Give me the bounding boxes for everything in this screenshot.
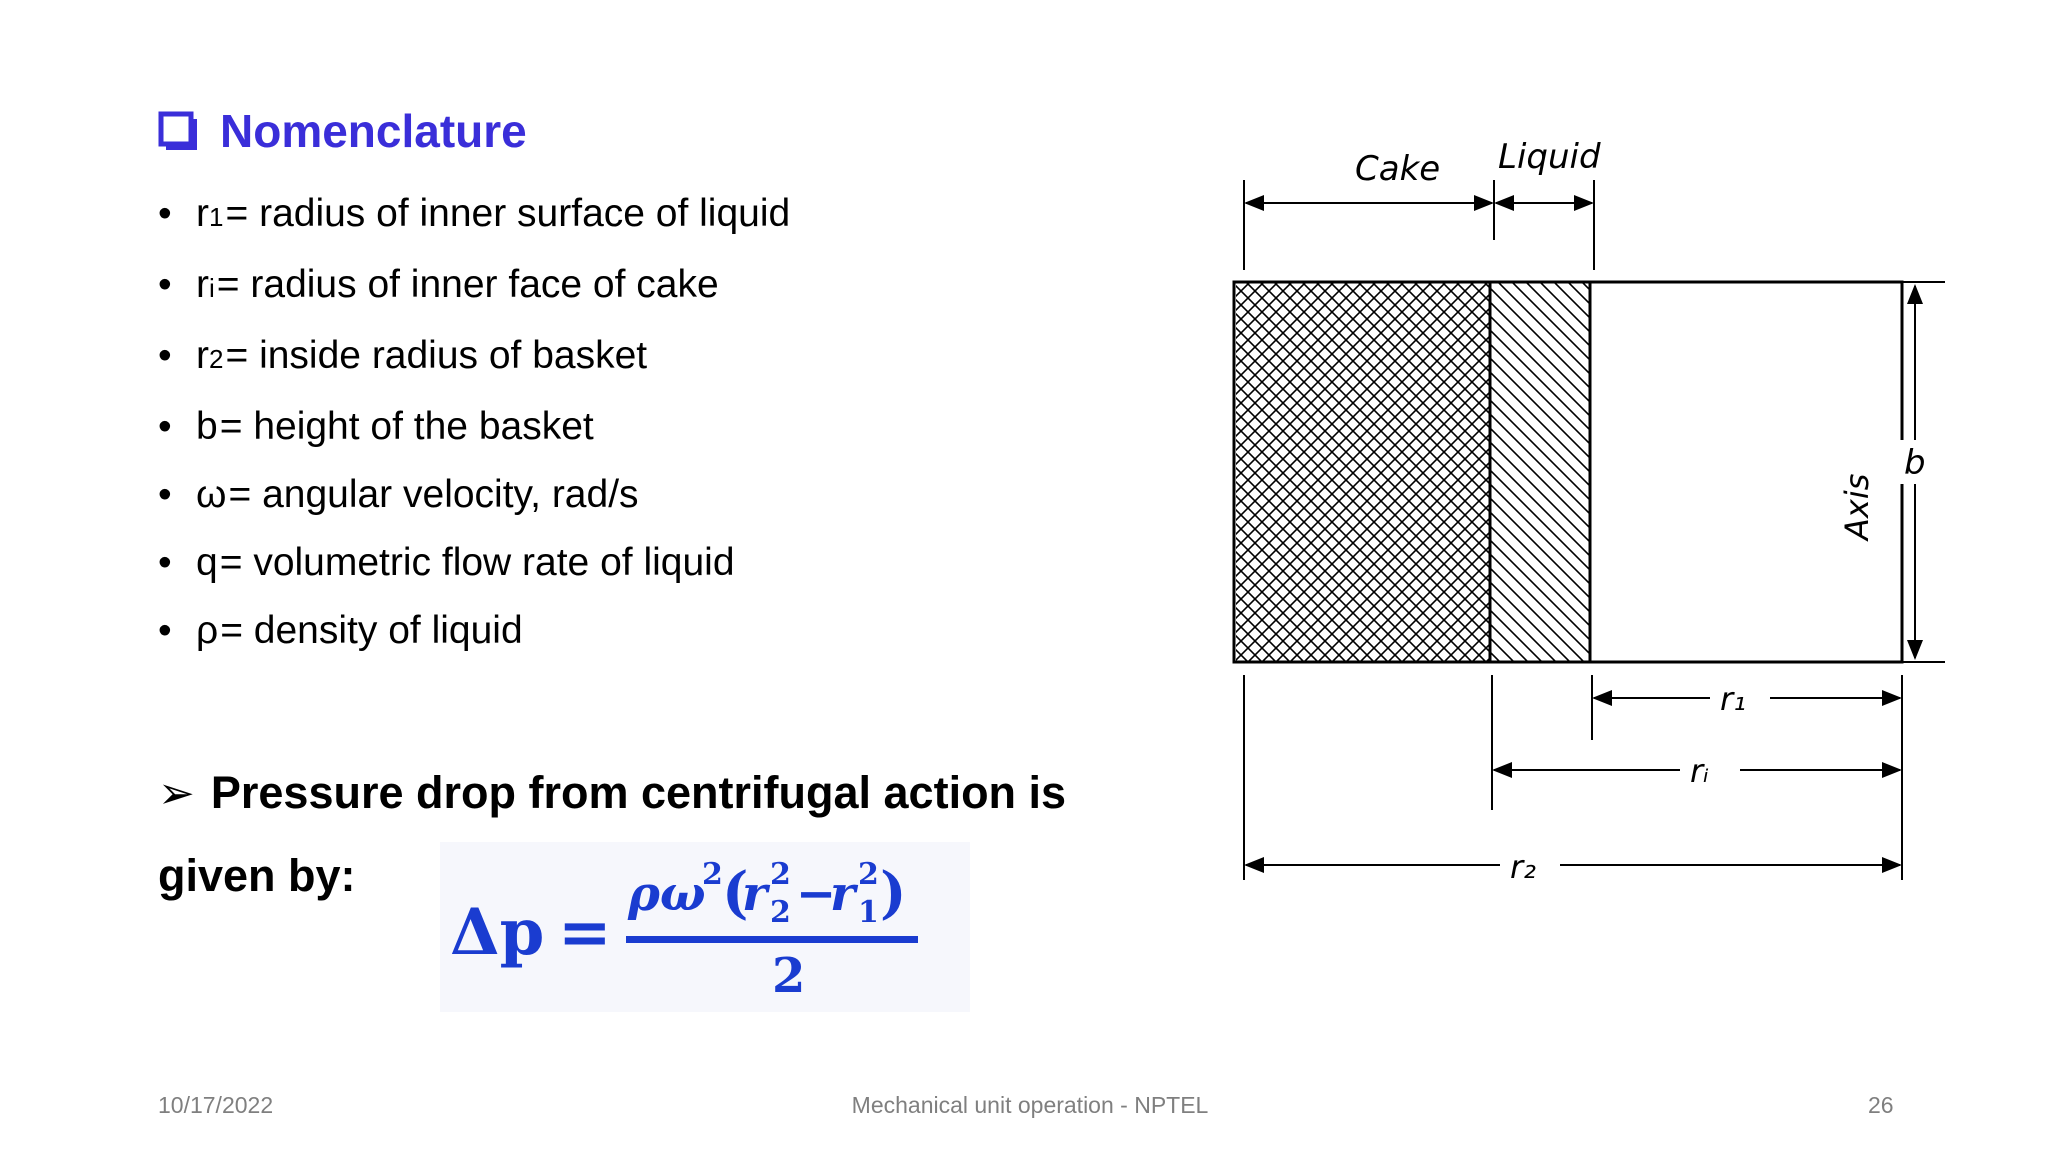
definition: = inside radius of basket: [225, 334, 648, 377]
r2-label: r₂: [1510, 848, 1536, 886]
definition: = volumetric flow rate of liquid: [219, 541, 735, 584]
formula-lhs: Δp: [450, 895, 544, 970]
symbol: r: [196, 192, 209, 235]
formula-r1-exp: 2: [858, 857, 879, 892]
centrifuge-basket-diagram: Cake Liquid b Axis r₁ rᵢ r₂: [1232, 137, 1945, 886]
pressure-drop-formula: Δp = ρω 2 ( r 2 2 − r 2 1 ) 2: [440, 842, 970, 1012]
symbol: r: [196, 263, 209, 306]
symbol: q: [196, 541, 218, 584]
bullet-icon: •: [158, 609, 172, 652]
label-mask: [1500, 845, 1560, 885]
symbol: ω: [196, 473, 227, 516]
b-label: b: [1904, 443, 1926, 483]
subscript: i: [209, 273, 215, 303]
cake-region: [1236, 282, 1490, 662]
definition: = height of the basket: [219, 405, 594, 448]
bullet-icon: •: [158, 263, 172, 306]
bullet-icon: •: [158, 405, 172, 448]
liquid-region: [1490, 282, 1590, 662]
bullet-icon: •: [158, 334, 172, 377]
list-item: • ρ = density of liquid: [158, 597, 790, 665]
fraction-bar: [626, 936, 918, 943]
label-mask: [1680, 750, 1740, 790]
list-item: • b = height of the basket: [158, 393, 790, 461]
formula-graphic: Δp = ρω 2 ( r 2 2 − r 2 1 ) 2: [450, 857, 918, 1004]
bullet-icon: •: [158, 192, 172, 235]
section-heading: Nomenclature: [158, 104, 527, 158]
formula-r1: r: [830, 866, 859, 922]
definition: = radius of inner face of cake: [216, 263, 719, 306]
checkbox-icon: [158, 111, 197, 150]
symbol: r: [196, 334, 209, 377]
subscript: 2: [209, 344, 224, 374]
definition: = angular velocity, rad/s: [228, 473, 639, 516]
heading-title: Nomenclature: [220, 105, 527, 157]
formula-exp: 2: [702, 857, 723, 892]
r1-label: r₁: [1720, 680, 1746, 718]
formula-close-paren: ): [880, 860, 907, 926]
symbol: ρ: [196, 609, 219, 652]
cake-label: Cake: [1355, 149, 1440, 189]
footer-date: 10/17/2022: [158, 1092, 274, 1118]
formula-r2-exp: 2: [770, 857, 791, 892]
bullet-icon: •: [158, 541, 172, 584]
formula-r1-sub: 1: [858, 895, 879, 930]
definition: = radius of inner surface of liquid: [225, 192, 791, 235]
subscript: 1: [209, 202, 224, 232]
page-number: 26: [1868, 1092, 1894, 1118]
symbol: b: [196, 405, 218, 448]
definition: = density of liquid: [220, 609, 523, 652]
ri-label: rᵢ: [1690, 752, 1709, 790]
label-mask: [1900, 440, 1930, 484]
label-mask: [1710, 678, 1770, 718]
formula-rho-omega: ρω: [627, 866, 706, 922]
bullet-icon: •: [158, 473, 172, 516]
formula-equals: =: [558, 895, 612, 970]
formula-open-paren: (: [722, 860, 749, 926]
formula-r2: r: [742, 866, 771, 922]
formula-minus: −: [796, 866, 836, 922]
list-item: • ω = angular velocity, rad/s: [158, 461, 790, 529]
footer-source: Mechanical unit operation - NPTEL: [851, 1092, 1209, 1118]
statement-text: Pressure drop from centrifugal action is…: [158, 767, 1067, 901]
liquid-label: Liquid: [1498, 137, 1601, 177]
arrowhead-bullet-icon: ➢: [158, 769, 195, 818]
list-item: • q = volumetric flow rate of liquid: [158, 529, 790, 597]
formula-denominator: 2: [772, 948, 805, 1004]
axis-label: Axis: [1838, 474, 1876, 542]
formula-r2-sub: 2: [770, 895, 791, 930]
pressure-drop-statement: ➢Pressure drop from centrifugal action i…: [158, 752, 1098, 917]
